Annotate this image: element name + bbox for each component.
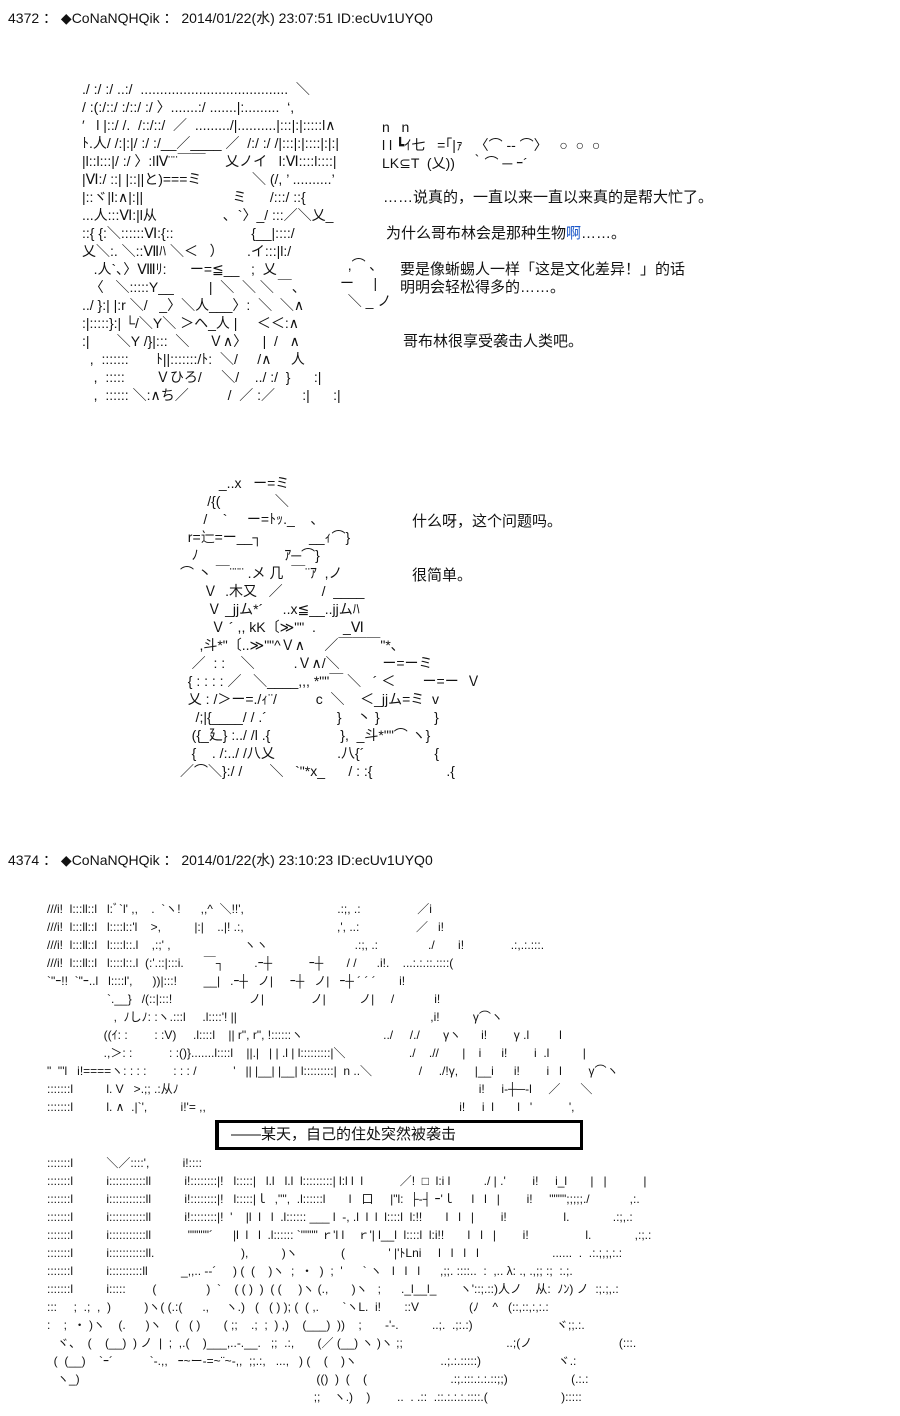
art-line: :::::::l i::::: ( ) ` ( ( ) ) ( ( )ヽ (.,… xyxy=(47,1282,619,1296)
art-line: ./ :/ :/ ..:/ ..........................… xyxy=(82,81,310,97)
art-line: `.__} /(::|:::! ノ| ノ| ノ| / i! xyxy=(47,992,441,1006)
art-line: ヽ_) (() ) ( ( .:;.:::.:.:.::;;) (.:.: xyxy=(47,1372,589,1386)
caption-text: ——某天，自己的住处突然被袭击 xyxy=(231,1126,457,1143)
ascii-art-attack-scene: ///i! l:::ll::l l:ﾞ`l' ,, . `ヽ! ,,^ ＼!!'… xyxy=(47,900,651,1406)
art-line: " "'l i!====ヽ: : : : : : : / ' || |__| |… xyxy=(47,1064,619,1078)
art-line: { : : : : ／ ＼____,,, *""￣ ＼ ´ ＜ ー=ー Ｖ xyxy=(180,673,481,689)
art-line: :::::::l i:::::::::::ll i!::::::::|! l::… xyxy=(47,1174,647,1188)
art-line: `"ｰ!! `"ｰ..l l::::l', ))|:::! __| .ｰ┼ ノ|… xyxy=(47,974,406,988)
art-line: ::{ {:＼::::::Ⅵ:{:: {__|::::/ xyxy=(82,225,295,241)
art-line: ( (__) `ｰ´ `-.,, ｰ~ー-=~¨~-,, ;;.:, ..., … xyxy=(47,1354,577,1368)
art-line: :::::::l i:::::::::::ll """""´ |l l l .l… xyxy=(47,1228,652,1242)
art-line: :::::::l i:::::::::::ll i!::::::::|! l::… xyxy=(47,1192,640,1206)
dialogue-line: ……说真的，一直以来一直以来真的是帮大忙了。 xyxy=(383,189,714,206)
art-line: , :::::: ＼:∧ち／ / ／ :／ :| :| xyxy=(82,387,341,403)
art-line: .人`､〉Ⅷﾘ: ー=≦__ ; 乂 xyxy=(82,261,277,277)
art-line: :::::::l ＼／::::', i!:::: xyxy=(47,1156,202,1170)
art-line: ,⌒ ､ xyxy=(340,257,377,273)
art-line: |Ⅵ:/ ::| |::||と)===ミ ＼ (/, ’ ..........’ xyxy=(82,171,335,187)
art-line: 乂 : /＞ー=./ｨ¨/ c ＼ ＜_jjム=ミ v xyxy=(180,691,440,707)
art-line: ⌒ 丶 ￣¨¨¨ .メ 几 ￣¨ｱ ,ノ xyxy=(180,565,343,581)
art-line: ;; ヽ.) ) .. . .:: .::.:.:.:.::::.( )::::… xyxy=(47,1390,582,1404)
dialogue-highlight: 啊 xyxy=(566,225,582,242)
art-line: |l::l:::|/ :/ 〉:lⅣ¨¨￣￣ 乂ノイ l:Ⅵ::::l::::| xyxy=(82,153,337,169)
art-line: { . /:../ /八乂 .八{´ { xyxy=(180,745,440,761)
dialogue-line: 为什么哥布林会是那种生物啊……。 xyxy=(386,225,626,243)
art-line: :::::::l i:::::::::::ll. ), )ヽ ( ' |'ﾄLn… xyxy=(47,1246,623,1260)
art-line: :| ＼Y /}|::: ＼ Ｖ∧〉 | / ∧ xyxy=(82,333,300,349)
art-line: ﾉ ｱ─⌒} xyxy=(180,547,320,563)
art-line: n n xyxy=(382,119,410,135)
art-line: ({_廴} :../ /l .{ }, _斗*""⌒ ヽ} xyxy=(180,727,431,743)
post-header: 4372 ： ◆CoNaNQHQik ： 2014/01/22(水) 23:07… xyxy=(8,10,433,26)
dialogue-text: ……。 xyxy=(581,225,627,242)
art-line: ../ }:| |:r ＼/ _〉＼人___〉: ＼ ＼∧ xyxy=(82,297,305,313)
art-line: ,斗*"〔..≫""^Ｖ∧ ／￣￣￣"*､ xyxy=(180,637,398,653)
art-line: :::::::l i::::::::::ll _,,.. -‐´ ) ( ( )… xyxy=(47,1264,573,1278)
narration-caption-box: ——某天，自己的住处突然被袭击 xyxy=(215,1120,583,1150)
ascii-art-character-2: _..x ー=ミ /{( ＼ / ` ー=ﾄｯ._ 、 r=辷=ー__┐ __ｨ… xyxy=(180,474,481,780)
art-line: l l ┗ｲ七 =｢|ｧ 〈⌒ ‐‐ ⌒〉 ○ ○ ○ xyxy=(382,137,601,153)
art-line: :::::::l i:::::::::::ll i!::::::::|! ' |… xyxy=(47,1210,633,1224)
art-line: ＼ _ ノ xyxy=(340,293,392,309)
art-line: ﾄ.人/ /:|:|/ :/ :/__／____ ／ /:/ :/ /|:::|… xyxy=(82,135,340,151)
dialogue-line: 什么呀，这个问题吗。 xyxy=(412,513,563,530)
art-line: LK⊆T (乂)) ｀⌒ ─ ｰ´ xyxy=(382,155,528,171)
art-line: Ｖ ´ ,, kK〔≫"" . _Ⅵ xyxy=(180,619,364,635)
art-line: ::: ; .; , ) )ヽ( (.:( ., ヽ.) ( ( ) ); ( … xyxy=(47,1300,549,1314)
art-line: /{( ＼ xyxy=(180,493,289,509)
speech-bubble-art: ,⌒ ､ ー | ＼ _ ノ xyxy=(340,256,391,310)
art-line: ′ l |::/ /. /::/::/ ／ ........./|.......… xyxy=(82,117,336,133)
art-line: r=辷=ー__┐ __ｨ⌒} xyxy=(180,529,351,545)
art-line: Ｖ .木又 ／ / ____ xyxy=(180,583,365,599)
art-line: ／⌒＼}:/ / ＼ `"*x_ / : :{ .{ xyxy=(180,763,455,779)
ascii-art-character-1: ./ :/ :/ ..:/ ..........................… xyxy=(82,80,341,404)
art-line: :|:::::}:| └/＼Y＼ ＞ヘ_人 | ＜＜:∧ xyxy=(82,315,299,331)
art-line: ///i! l:::ll::l l::::l::'l >, |:| ..|! .… xyxy=(47,920,445,934)
art-line: 〈 ＼:::::Y__ | ＼ ＼ ＼ ￣、 xyxy=(82,279,306,295)
art-line: ///i! l:::ll::l l::::l::.l ,:;' , ヽヽ .:;… xyxy=(47,938,545,952)
dialogue-line: 哥布林很享受袭击人类吧。 xyxy=(403,333,584,350)
art-line: 乂＼:. ＼::Ⅶﾊ ＼＜ ） .イ:::|l:/ xyxy=(82,243,292,259)
art-line: .,＞: : : :()}.......l::::l ||.| | | .l |… xyxy=(47,1046,586,1060)
art-line: , ::::::: ﾄ||:::::::/ﾄ: ＼/ /∧ 人 xyxy=(82,351,305,367)
art-line: :::::::l l. V >.;; .:从ﾉ i! i‐┼─‐l ／ ＼ xyxy=(47,1082,593,1096)
art-line: ...人:::Ⅵ:|l从 ､ `〉_/ :::／＼乂_ xyxy=(82,207,334,223)
art-line: Ｖ _jjム*´ ..x≦__..jjムﾊ xyxy=(180,601,360,617)
dialogue-line: 要是像蜥蜴人一样「这是文化差异！」的话 xyxy=(400,261,686,278)
dialogue-line: 很简单。 xyxy=(412,567,473,584)
dialogue-text: 为什么哥布林会是那种生物 xyxy=(386,225,567,242)
art-line: /;|{____/ / .´ } 丶 } } xyxy=(180,709,439,725)
sound-effect-art: n n l l ┗ｲ七 =｢|ｧ 〈⌒ ‐‐ ⌒〉 ○ ○ ○ LK⊆T (乂)) … xyxy=(382,118,600,172)
art-line: , ﾉしﾉ: :ヽ.:::l .l::::'! || ,i! γ⌒ヽ xyxy=(47,1010,503,1024)
dialogue-line: 明明会轻松得多的……。 xyxy=(400,279,566,296)
art-line: : ; ・ )ヽ (. )ヽ ( ( ) ( ;; .; ; ) ,) (___… xyxy=(47,1318,585,1332)
art-line: , ::::: Ｖひろ/ ＼/ ../ :/ } :| xyxy=(82,369,322,385)
art-line: ー | xyxy=(340,275,378,291)
art-line: ／ : : ＼ .Ｖ∧/＼ ー=ーミ xyxy=(180,655,433,671)
art-line: / ` ー=ﾄｯ._ 、 xyxy=(180,511,325,527)
art-line: _..x ー=ミ xyxy=(180,475,290,491)
art-line: ヾ、 ( (__) ) ノ | ; ,.( )___,..-.__. ;; .:… xyxy=(47,1336,637,1350)
art-line: ((ｲ: : : :V) .l::::l || r", r", !::::::ヽ… xyxy=(47,1028,562,1042)
art-line: ///i! l:::ll::l l::::l::.l (:'.::|:::i. … xyxy=(47,956,454,970)
post-header: 4374 ： ◆CoNaNQHQik ： 2014/01/22(水) 23:10… xyxy=(8,852,433,868)
art-line: ///i! l:::ll::l l:ﾞ`l' ,, . `ヽ! ,,^ ＼!!'… xyxy=(47,902,432,916)
art-line: :::::::l l. ∧ .|`', i!'= ,, i! i l l ' '… xyxy=(47,1100,575,1114)
art-line: |::ヾ|l:∧|:|| ミ /:::/ ::{ xyxy=(82,189,306,205)
art-line: / :(:/::/ :/::/ :/ 〉.......:/ .......|:.… xyxy=(82,99,295,115)
